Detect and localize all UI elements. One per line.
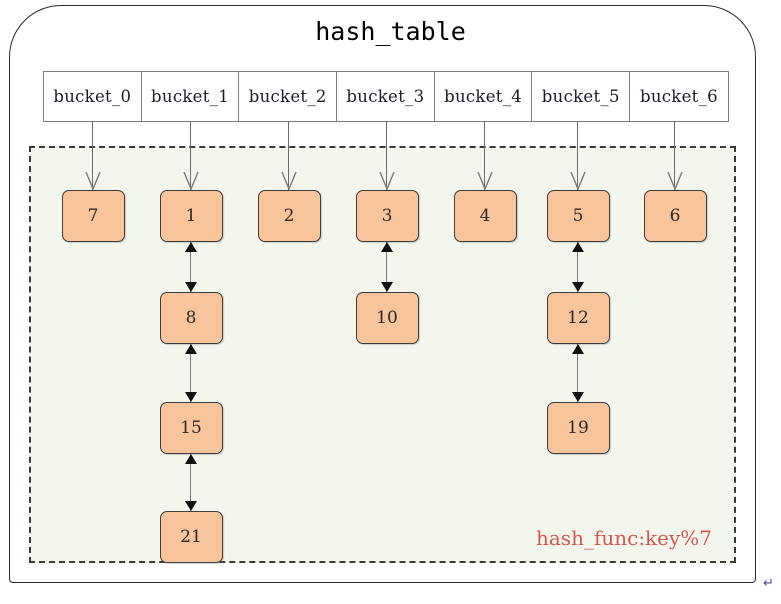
chain-link-arrow-up-icon: [572, 242, 584, 252]
bucket-pointer-line-4: [484, 122, 486, 190]
chain-link-arrow-up-icon: [185, 242, 197, 252]
bucket-array: bucket_0 bucket_1 bucket_2 bucket_3 bucket_4…: [43, 71, 729, 122]
page-title: hash_table: [315, 17, 466, 46]
chain-node-value: 12: [567, 308, 589, 328]
chain-node[interactable]: 3: [355, 190, 419, 242]
chain-link-line: [386, 242, 388, 292]
bucket-pointer-line-2: [288, 122, 290, 190]
chain-node-value: 2: [283, 206, 295, 226]
chain-link-arrow-down-icon: [185, 282, 197, 292]
bucket-arrowhead-6: [667, 172, 683, 190]
paragraph-return-icon: ↵: [763, 576, 774, 591]
chain-node[interactable]: 8: [159, 292, 223, 344]
chain-node[interactable]: 6: [643, 190, 707, 242]
bucket-cell-6[interactable]: bucket_6: [630, 72, 728, 121]
bucket-pointer-line-0: [92, 122, 94, 190]
bucket-pointer-line-1: [190, 122, 192, 190]
chain-node-value: 21: [180, 527, 202, 547]
chain-link-arrow-up-icon: [572, 344, 584, 354]
hash-table-container: [9, 5, 756, 583]
chain-link-arrow-up-icon: [185, 344, 197, 354]
chain-node-value: 1: [185, 206, 197, 226]
bucket-cell-3[interactable]: bucket_3: [337, 72, 435, 121]
bucket-arrowhead-3: [379, 172, 395, 190]
chain-link-arrow-up-icon: [381, 242, 393, 252]
chain-node[interactable]: 4: [453, 190, 517, 242]
bucket-label: bucket_0: [53, 87, 132, 106]
chain-link: [570, 242, 586, 292]
chain-node-value: 3: [381, 206, 393, 226]
chain-link: [183, 454, 199, 511]
bucket-label: bucket_5: [541, 87, 620, 106]
bucket-label: bucket_3: [346, 87, 425, 106]
chain-node-value: 6: [669, 206, 681, 226]
chain-node-value: 4: [479, 206, 491, 226]
chain-link-arrow-down-icon: [572, 282, 584, 292]
chain-link-line: [190, 454, 192, 511]
bucket-pointer-line-5: [577, 122, 579, 190]
chain-link-arrow-down-icon: [185, 392, 197, 402]
hash-func-label: hash_func:key%7: [536, 526, 713, 550]
chain-node[interactable]: 15: [159, 402, 223, 454]
bucket-label: bucket_1: [151, 87, 230, 106]
chain-link-line: [190, 242, 192, 292]
chain-link: [570, 344, 586, 402]
chain-node[interactable]: 12: [546, 292, 610, 344]
chain-link-arrow-down-icon: [381, 282, 393, 292]
bucket-cell-0[interactable]: bucket_0: [44, 72, 142, 121]
chain-link-line: [577, 344, 579, 402]
chain-link: [379, 242, 395, 292]
chain-node[interactable]: 5: [546, 190, 610, 242]
chain-node[interactable]: 7: [61, 190, 125, 242]
chain-link-line: [190, 344, 192, 402]
bucket-arrowhead-0: [85, 172, 101, 190]
bucket-label: bucket_6: [639, 87, 718, 106]
chain-node[interactable]: 19: [546, 402, 610, 454]
bucket-arrowhead-1: [183, 172, 199, 190]
chain-link-arrow-down-icon: [185, 501, 197, 511]
chain-node-value: 5: [572, 206, 584, 226]
chain-link-arrow-up-icon: [185, 454, 197, 464]
chain-link-line: [577, 242, 579, 292]
bucket-pointer-line-6: [674, 122, 676, 190]
chain-node-value: 7: [87, 206, 99, 226]
bucket-cell-5[interactable]: bucket_5: [532, 72, 631, 121]
chain-node[interactable]: 1: [159, 190, 223, 242]
chain-link-arrow-down-icon: [572, 392, 584, 402]
bucket-pointer-line-3: [386, 122, 388, 190]
chain-node-value: 10: [376, 308, 398, 328]
chain-node-value: 19: [567, 418, 589, 438]
chain-node-value: 8: [185, 308, 197, 328]
bucket-label: bucket_2: [248, 87, 327, 106]
bucket-arrowhead-4: [477, 172, 493, 190]
bucket-cell-1[interactable]: bucket_1: [141, 72, 240, 121]
chain-node-value: 15: [180, 418, 202, 438]
bucket-cell-4[interactable]: bucket_4: [434, 72, 533, 121]
chain-link: [183, 242, 199, 292]
bucket-arrowhead-2: [281, 172, 297, 190]
bucket-cell-2[interactable]: bucket_2: [239, 72, 338, 121]
bucket-arrowhead-5: [570, 172, 586, 190]
bucket-label: bucket_4: [444, 87, 523, 106]
chain-node[interactable]: 2: [257, 190, 321, 242]
chain-link: [183, 344, 199, 402]
chain-node[interactable]: 10: [355, 292, 419, 344]
chain-node[interactable]: 21: [159, 511, 223, 563]
